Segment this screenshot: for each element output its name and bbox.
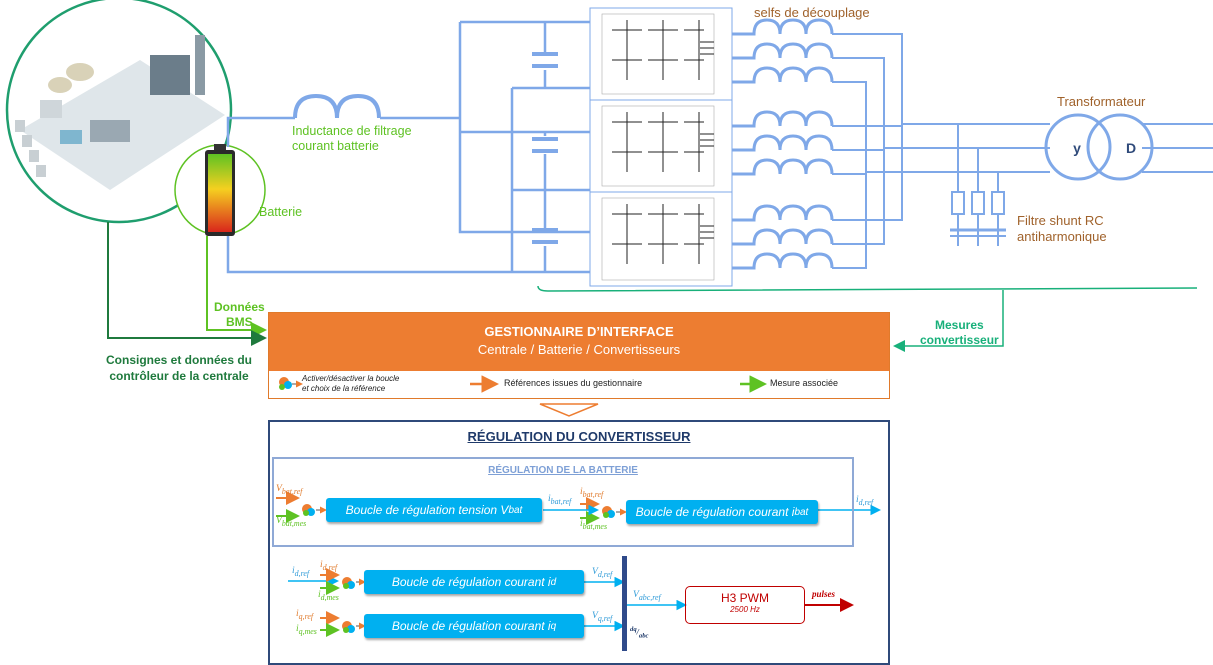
gestionnaire-title: GESTIONNAIRE D’INTERFACE: [484, 324, 674, 339]
dq-abc-label: dq/abc: [630, 626, 649, 640]
battery-regulation-panel: RÉGULATION DE LA BATTERIE: [272, 457, 854, 547]
signal-vq-ref: Vq,ref: [592, 611, 613, 623]
h3-pwm-block: H3 PWM 2500 Hz: [685, 586, 805, 624]
battery-icon: [174, 144, 266, 236]
signal-vabc-ref: Vabc,ref: [633, 590, 661, 602]
converter-module: [589, 99, 733, 193]
gestionnaire-panel: GESTIONNAIRE D’INTERFACE Centrale / Batt…: [268, 312, 890, 399]
signal-vbat-ref: Vbat,ref: [276, 484, 303, 496]
battery-regulation-title: RÉGULATION DE LA BATTERIE: [488, 465, 638, 476]
pulses-label: pulses: [812, 589, 836, 599]
signal-ibat-mes: ibat,mes: [580, 519, 608, 531]
decoupling-inductors: [732, 18, 834, 270]
signal-vd-ref: Vd,ref: [592, 567, 613, 579]
batterie-label: Batterie: [259, 205, 303, 219]
legend-references: Références issues du gestionnaire: [504, 378, 643, 388]
signal-iq-ref: iq,ref: [296, 609, 314, 621]
selfs-label: selfs de découplage: [754, 5, 870, 20]
signal-vbat-mes: Vbat,mes: [276, 516, 307, 528]
regulation-title: RÉGULATION DU CONVERTISSEUR: [467, 429, 691, 444]
signal-ibat-ref-a: ibat,ref: [548, 494, 572, 506]
signal-id-ref-o: id,ref: [320, 560, 338, 572]
gestionnaire-subtitle: Centrale / Batterie / Convertisseurs: [477, 342, 681, 357]
rc-filter: [950, 191, 1006, 232]
converter-module: [589, 7, 733, 101]
signal-ibat-ref-b: ibat,ref: [580, 487, 604, 499]
signal-id-ref-out: id,ref: [856, 495, 874, 507]
legend-mesure: Mesure associée: [770, 378, 839, 388]
filter-inductor: [293, 93, 381, 119]
transformateur-label: Transformateur: [1057, 94, 1146, 109]
power-plant-icon: [5, 0, 233, 224]
transformer-d-label: D: [1126, 140, 1136, 156]
transformer-y-label: y: [1073, 140, 1081, 156]
converter-module: [589, 191, 733, 287]
signal-id-mes: id,mes: [318, 590, 339, 602]
dq-abc-transform: [622, 556, 627, 651]
transformer-icon: [1044, 113, 1154, 181]
signal-iq-mes: iq,mes: [296, 624, 317, 636]
signal-id-ref-in: id,ref: [292, 566, 310, 578]
